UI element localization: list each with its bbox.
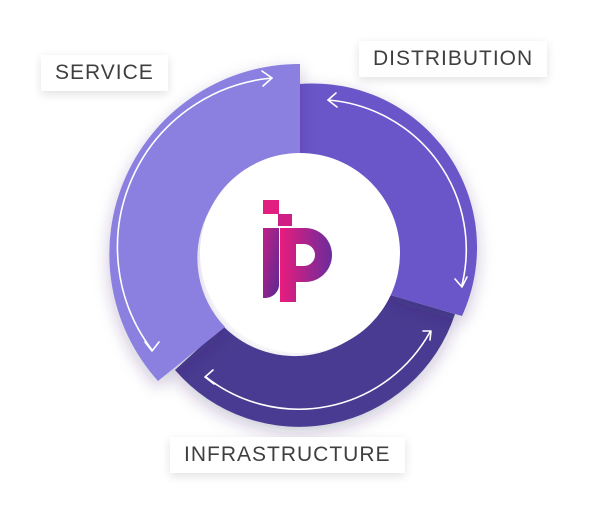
cycle-arrow-icon bbox=[116, 70, 468, 410]
brand-logo-icon bbox=[263, 200, 332, 302]
service-label: SERVICE bbox=[41, 55, 168, 91]
distribution-segment bbox=[300, 83, 477, 316]
distribution-label: DISTRIBUTION bbox=[359, 41, 548, 77]
infrastructure-label: INFRASTRUCTURE bbox=[170, 437, 405, 473]
service-segment bbox=[109, 63, 300, 381]
infrastructure-segment bbox=[175, 294, 455, 427]
center-circle bbox=[200, 153, 400, 353]
